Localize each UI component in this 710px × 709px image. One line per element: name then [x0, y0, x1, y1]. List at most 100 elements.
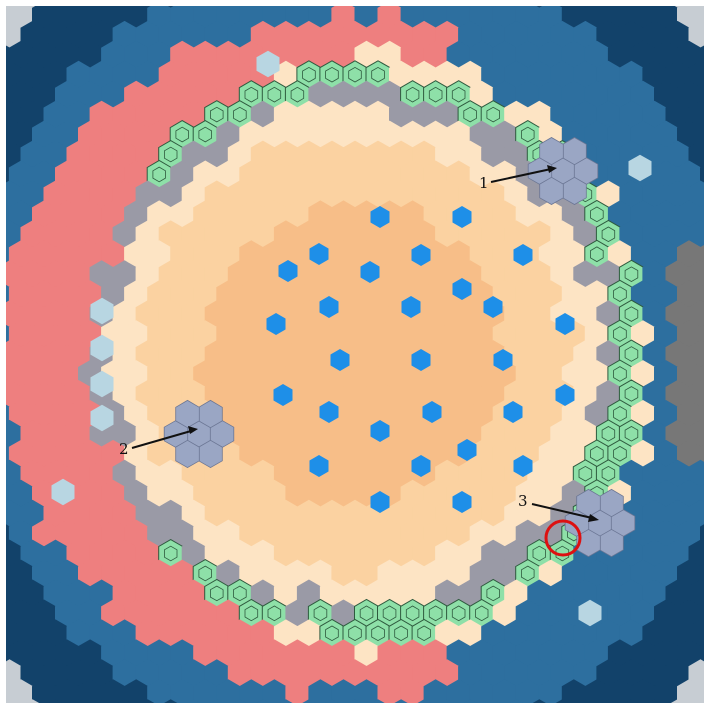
- core-zone-cell: [285, 559, 310, 588]
- core-zone-cell: [343, 100, 367, 129]
- core-zone-cell: [700, 604, 704, 623]
- core-zone-cell: [412, 220, 437, 249]
- callout-2-arrow: [131, 430, 192, 449]
- core-zone-cell: [135, 260, 160, 289]
- core-zone-cell: [435, 659, 460, 688]
- core-zone-cell: [469, 559, 494, 588]
- callout-3-arrow: [531, 503, 593, 519]
- core-zone-cell: [435, 140, 460, 169]
- core-zone-cell: [78, 439, 103, 468]
- core-zone-cell: [377, 679, 402, 703]
- core-zone-cell: [700, 45, 704, 64]
- fuel-assembly-inner-mark: [233, 585, 247, 602]
- core-zone-cell: [250, 619, 275, 648]
- core-zone-cell: [78, 639, 103, 668]
- core-zone-cell: [71, 699, 86, 703]
- core-zone-cell: [561, 6, 586, 29]
- core-zone-cell: [170, 200, 195, 229]
- core-zone-cell: [458, 579, 483, 608]
- core-zone-cell: [181, 180, 206, 209]
- core-zone-cell: [596, 659, 621, 688]
- core-zone-cell: [630, 320, 655, 348]
- core-zone-cell: [78, 599, 103, 628]
- core-zone-cell: [78, 280, 103, 308]
- core-zone-cell: [550, 419, 575, 448]
- core-zone-cell: [630, 6, 655, 29]
- core-zone-cell: [412, 180, 437, 209]
- core-zone-cell: [112, 140, 137, 169]
- core-zone-cell: [665, 100, 690, 129]
- core-zone-cell: [43, 619, 68, 648]
- fuel-assembly-inner-mark: [555, 545, 570, 562]
- core-zone-cell: [308, 200, 333, 229]
- core-zone-cell: [66, 340, 91, 368]
- fuel-assembly-inner-mark: [532, 545, 546, 562]
- core-zone-cell: [607, 559, 632, 588]
- core-zone-cell: [527, 260, 552, 289]
- core-zone-cell: [158, 300, 183, 328]
- core-zone-cell: [458, 220, 483, 249]
- core-zone-cell: [584, 80, 609, 109]
- core-zone-cell: [573, 659, 598, 688]
- control-rod-cell: [452, 491, 472, 513]
- core-zone-cell: [469, 80, 494, 109]
- core-zone-cell: [619, 100, 644, 129]
- core-zone-cell: [677, 280, 702, 308]
- core-zone-cell: [158, 340, 183, 368]
- core-zone-cell: [343, 659, 367, 688]
- core-zone-cell: [89, 619, 114, 648]
- core-zone-cell: [366, 140, 391, 169]
- core-zone-cell: [527, 459, 552, 488]
- core-zone-cell: [250, 220, 275, 249]
- core-zone-cell: [469, 679, 494, 703]
- core-zone-cell: [389, 60, 414, 89]
- core-zone-cell: [538, 679, 563, 703]
- core-zone-cell: [389, 499, 414, 528]
- core-zone-cell: [216, 160, 241, 189]
- core-zone-cell: [446, 559, 471, 588]
- core-zone-cell: [8, 320, 33, 348]
- core-zone-cell: [227, 340, 252, 368]
- core-zone-cell: [112, 260, 137, 289]
- core-zone-cell: [124, 40, 149, 69]
- core-zone-cell: [630, 559, 655, 588]
- marked-cell-circle: [544, 519, 582, 557]
- core-zone-cell: [101, 559, 126, 588]
- core-zone-cell: [170, 40, 195, 69]
- core-zone-cell: [78, 160, 103, 189]
- core-zone-cell: [158, 459, 183, 488]
- core-zone-cell: [43, 419, 68, 448]
- core-zone-cell: [250, 419, 275, 448]
- fuel-assembly-inner-mark: [463, 106, 477, 123]
- core-zone-cell: [412, 380, 437, 408]
- core-zone-cell: [89, 20, 114, 49]
- control-rod-cell: [411, 349, 431, 371]
- callout-1-label: 1: [479, 174, 489, 192]
- core-zone-cell: [239, 479, 264, 508]
- core-zone-cell: [216, 6, 241, 29]
- core-zone-cell: [135, 499, 160, 528]
- core-zone-cell: [354, 80, 379, 109]
- core-zone-cell: [343, 579, 367, 608]
- core-zone-cell: [677, 519, 702, 548]
- core-zone-cell: [435, 419, 460, 448]
- core-zone-cell: [688, 220, 704, 249]
- core-zone-cell: [619, 659, 644, 688]
- core-zone-cell: [250, 140, 275, 169]
- core-zone-cell: [262, 200, 287, 229]
- core-zone-cell: [366, 340, 391, 368]
- core-zone-cell: [273, 140, 298, 169]
- fuel-assembly-inner-mark: [394, 625, 408, 642]
- core-zone-cell: [43, 499, 68, 528]
- core-zone-cell: [279, 699, 293, 703]
- core-zone-cell: [239, 559, 264, 588]
- core-zone-cell: [66, 539, 91, 568]
- core-zone-cell: [677, 599, 702, 628]
- core-zone-cell: [377, 120, 402, 149]
- core-zone-cell: [193, 639, 218, 668]
- core-zone-cell: [319, 260, 344, 289]
- core-zone-cell: [435, 380, 460, 408]
- core-zone-cell: [193, 240, 218, 269]
- core-zone-cell: [296, 340, 321, 368]
- core-zone-cell: [181, 579, 206, 608]
